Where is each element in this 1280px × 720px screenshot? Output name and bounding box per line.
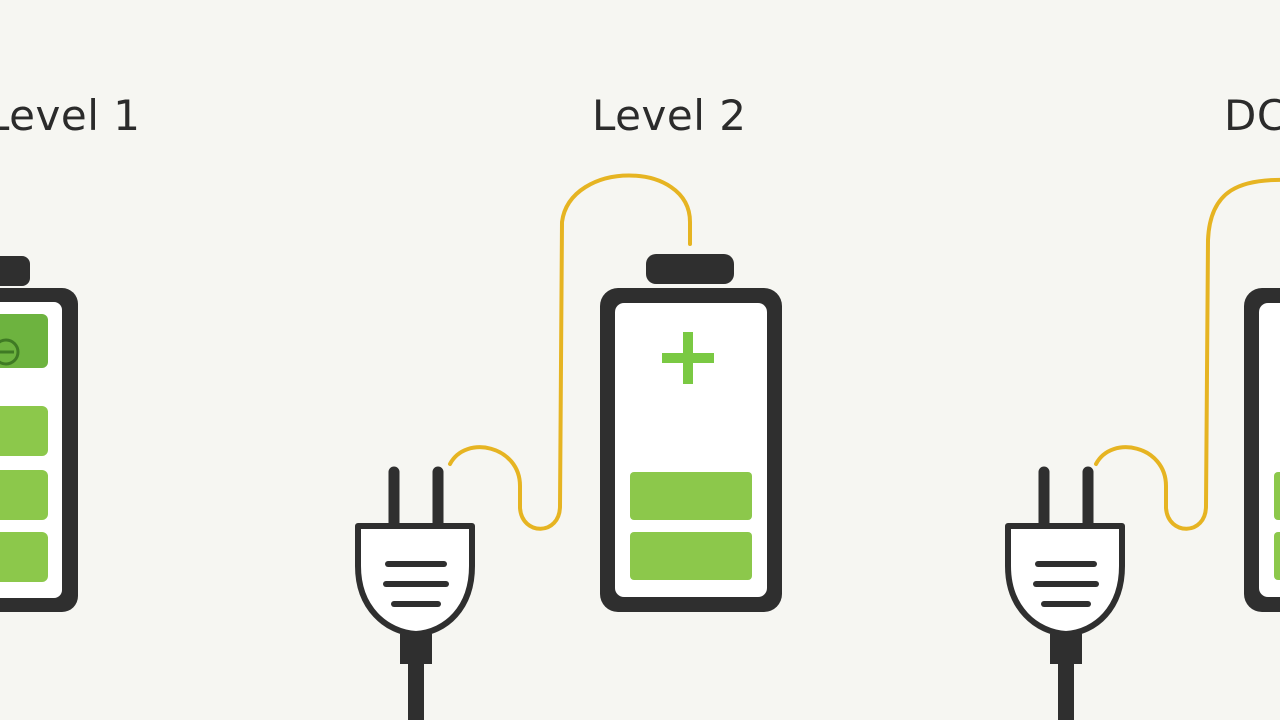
level-2-battery-icon <box>600 254 782 612</box>
battery-terminal <box>646 254 734 284</box>
plus-sign-icon <box>662 332 714 384</box>
battery-terminal <box>0 256 30 286</box>
dc-title: DC <box>1224 91 1280 140</box>
plug-neck <box>400 634 432 664</box>
charge-segment <box>1274 472 1280 520</box>
charge-segment <box>0 406 48 456</box>
battery-inner <box>615 303 767 597</box>
dc-plug-icon <box>1005 466 1125 720</box>
battery-inner <box>1259 303 1280 597</box>
plug-head <box>355 523 475 637</box>
minus-sign-icon <box>0 338 20 366</box>
charge-segment <box>0 532 48 582</box>
charge-segment <box>1274 532 1280 580</box>
dc-cable <box>1094 177 1280 531</box>
plug-cord <box>408 662 424 720</box>
plug-neck <box>1050 634 1082 664</box>
level-1-battery-icon <box>0 256 78 612</box>
charge-segment <box>630 472 752 520</box>
charge-segment <box>630 532 752 580</box>
dc-battery-icon <box>1244 288 1280 612</box>
plug-head <box>1005 523 1125 637</box>
level-1-title: Level 1 <box>0 91 141 140</box>
level-2-cable <box>448 173 692 531</box>
charge-segment <box>0 314 48 368</box>
level-2-plug-icon <box>355 466 475 720</box>
level-2-title: Level 2 <box>592 91 747 140</box>
charge-segment <box>0 470 48 520</box>
plug-cord <box>1058 662 1074 720</box>
